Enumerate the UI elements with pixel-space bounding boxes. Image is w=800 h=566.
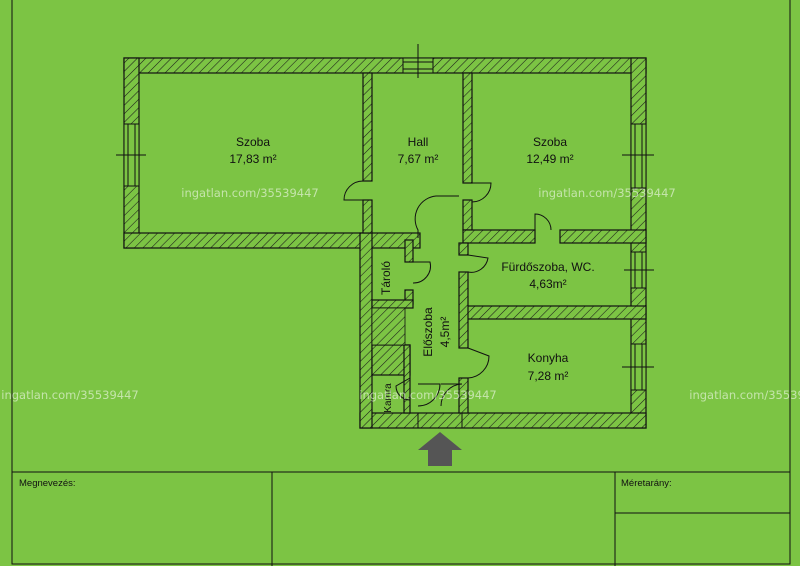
title-block-scale-label: Méretarány: xyxy=(621,478,672,489)
entrance-opening xyxy=(417,413,463,428)
room-name-taroló: Tároló xyxy=(379,261,393,295)
watermark-right: ingatlan.com/35539447 xyxy=(689,388,800,402)
title-block xyxy=(12,471,790,566)
room-area-szoba-right: 12,49 m² xyxy=(526,152,573,166)
entrance-arrow-icon xyxy=(418,432,462,466)
watermark-center-top: ingatlan.com/35539447 xyxy=(181,186,319,200)
room-name-hall: Hall xyxy=(408,135,429,149)
room-name-kamra: Kamra xyxy=(383,383,394,413)
room-name-eloszoba: Előszoba xyxy=(421,307,435,357)
room-name-szoba-left: Szoba xyxy=(236,135,270,149)
room-area-konyha: 7,28 m² xyxy=(528,369,569,383)
watermark-center-bottom: ingatlan.com/35539447 xyxy=(359,388,497,402)
title-block-name-label: Megnevezés: xyxy=(19,478,76,489)
watermark-center-right: ingatlan.com/35539447 xyxy=(538,186,676,200)
room-name-konyha: Konyha xyxy=(528,351,569,365)
watermark-left: ingatlan.com/35539447 xyxy=(1,388,139,402)
windows xyxy=(116,44,654,391)
room-area-furdoszoba: 4,63m² xyxy=(529,277,566,291)
doors xyxy=(343,180,552,407)
walls xyxy=(123,57,647,429)
room-area-szoba-left: 17,83 m² xyxy=(229,152,276,166)
room-area-eloszoba: 4,5m² xyxy=(438,317,452,348)
drawing-frame xyxy=(11,0,791,565)
room-area-hall: 7,67 m² xyxy=(398,152,439,166)
void-hatch xyxy=(371,307,406,346)
room-name-szoba-right: Szoba xyxy=(533,135,567,149)
room-name-furdoszoba: Fürdőszoba, WC. xyxy=(501,260,594,274)
